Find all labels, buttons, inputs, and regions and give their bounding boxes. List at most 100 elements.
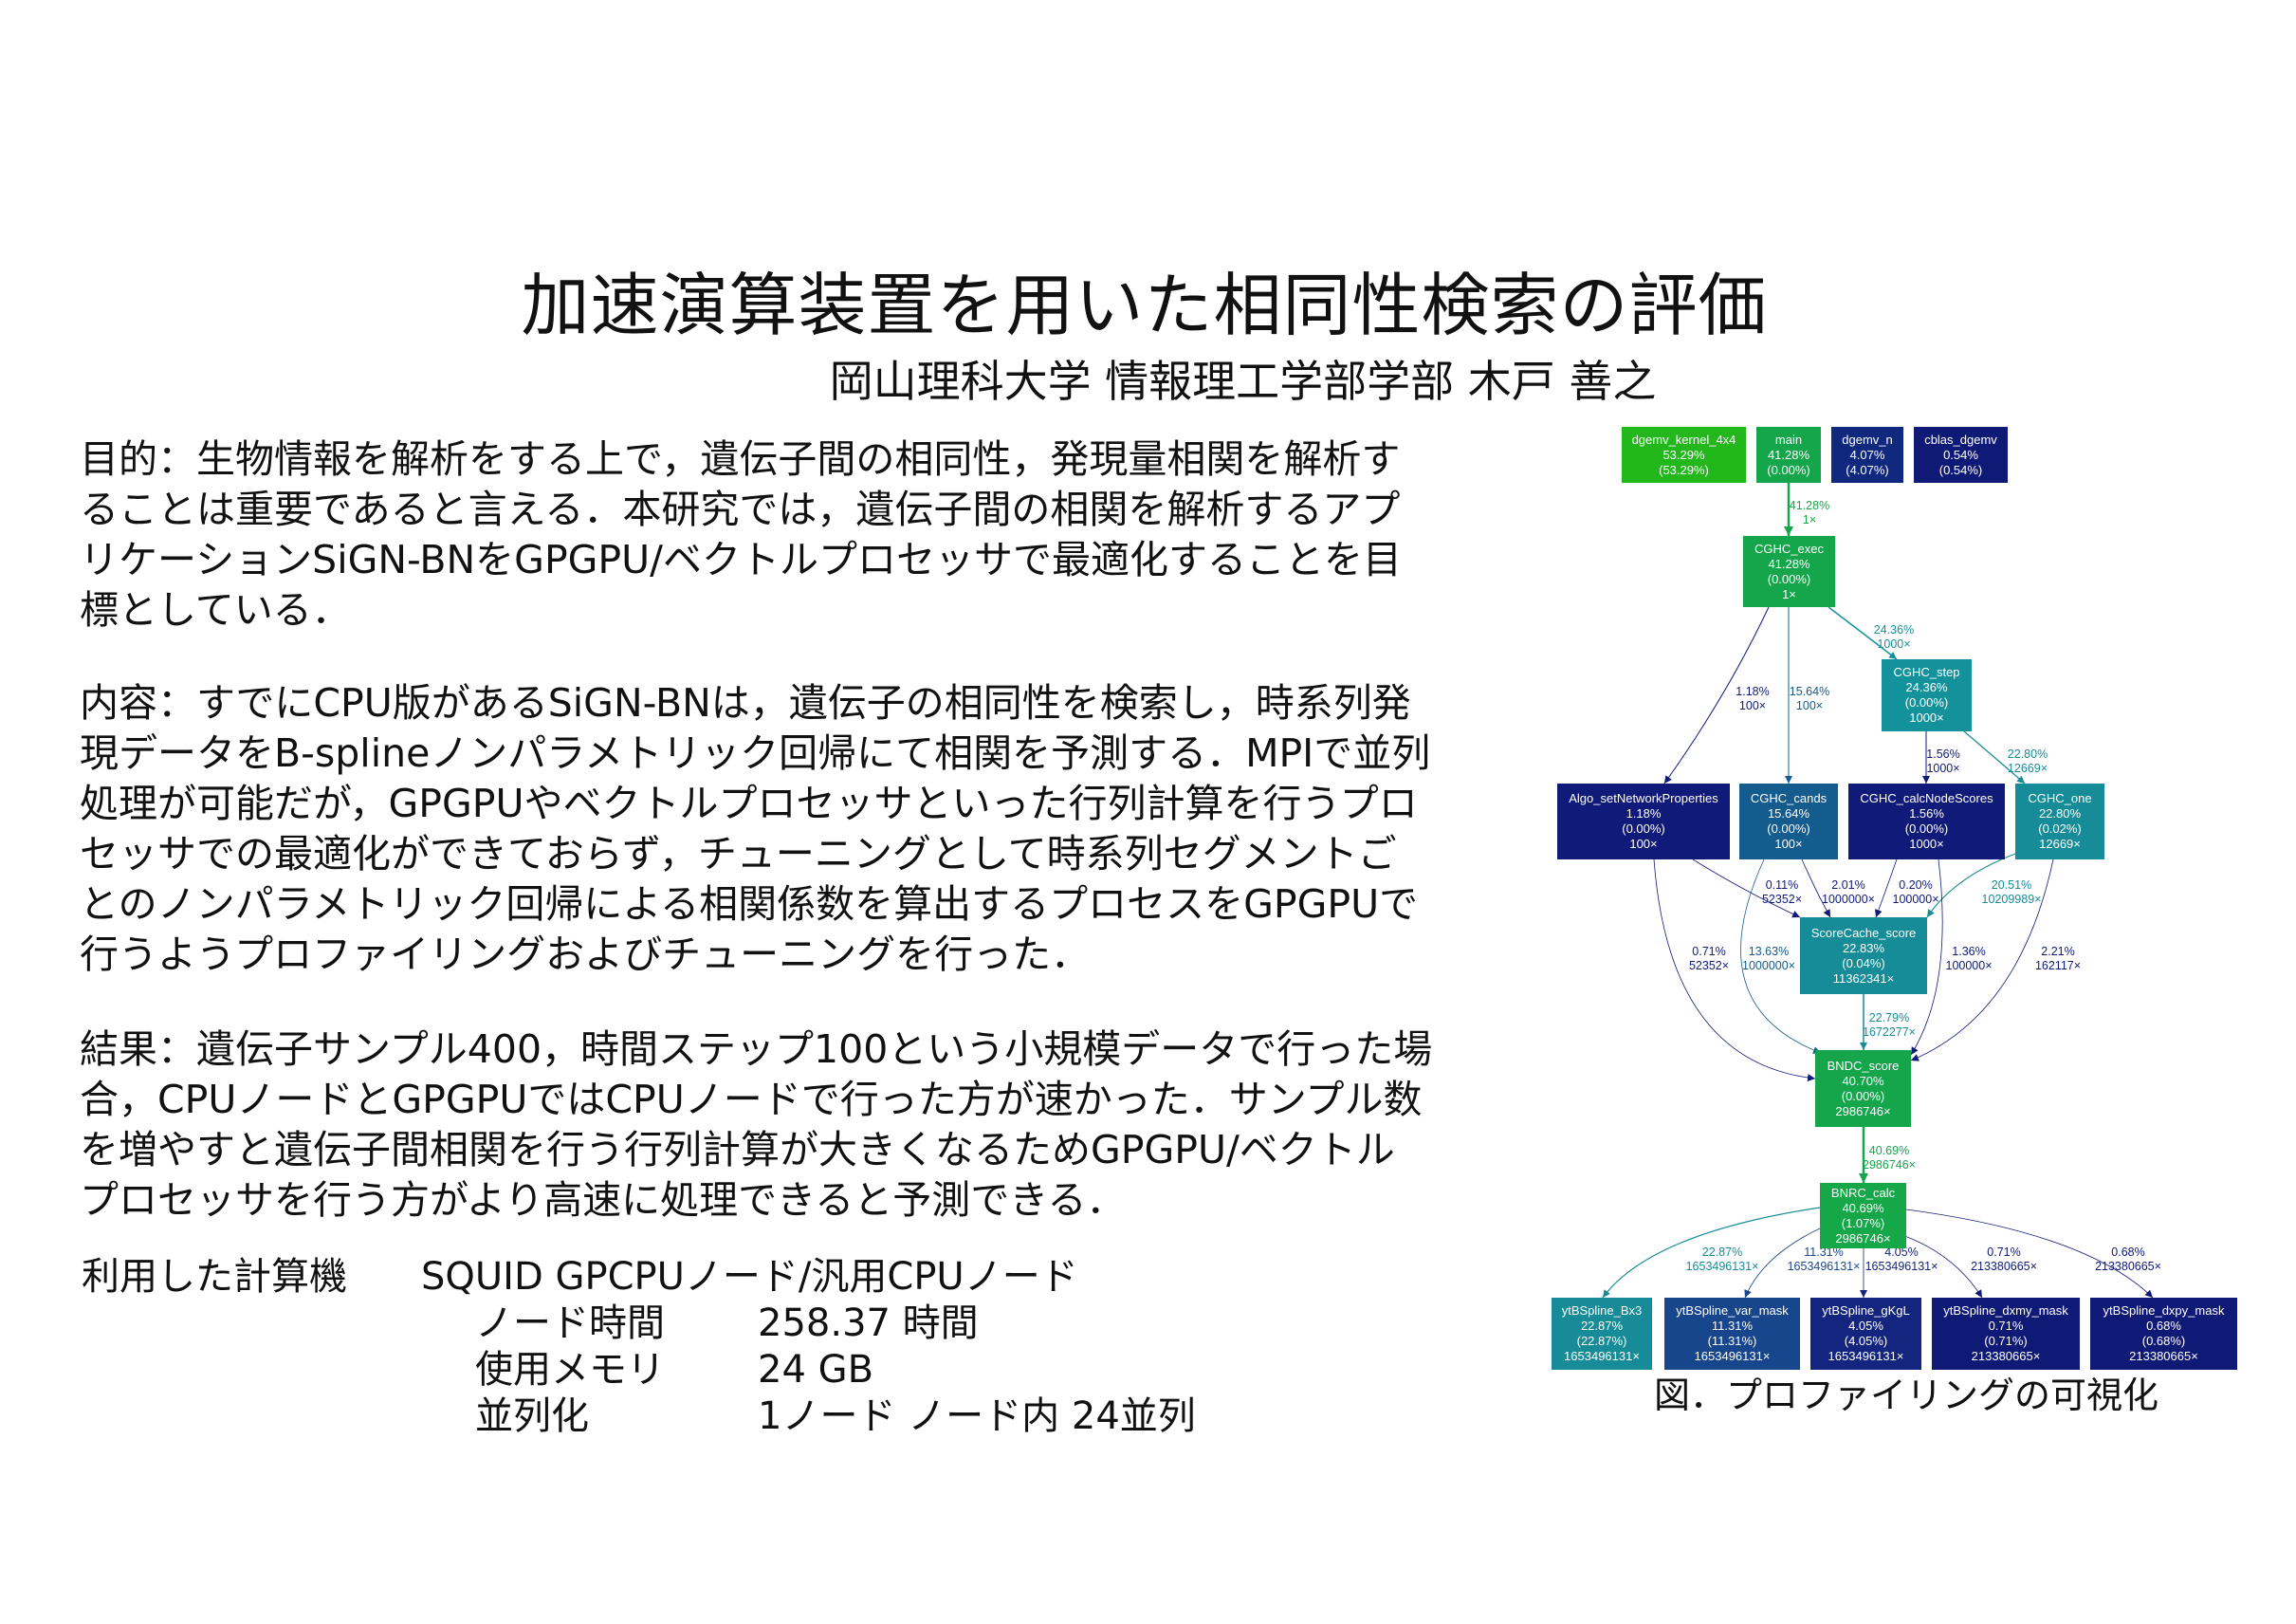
edge-calls: 1672277× xyxy=(1863,1025,1916,1039)
node-name: CGHC_exec xyxy=(1754,541,1824,556)
node-name: Algo_setNetworkProperties xyxy=(1569,791,1718,805)
edge-percent: 1.36% xyxy=(1952,945,1986,958)
node-self: (0.02%) xyxy=(2038,821,2082,836)
node-self: (4.07%) xyxy=(1846,462,1889,477)
edge-percent: 15.64% xyxy=(1789,685,1830,698)
edge-calls: 1000000× xyxy=(1742,959,1795,972)
node-total: 40.69% xyxy=(1842,1200,1884,1215)
edge-calls: 162117× xyxy=(2034,959,2082,972)
text-line: 目的：生物情報を解析をする上で，遺伝子間の相同性，発現量相関を解析す xyxy=(80,436,1401,482)
edge-label: 1.18%100× xyxy=(1736,685,1769,713)
specs-machine: SQUID GPCPUノード/汎用CPUノード xyxy=(421,1255,1078,1299)
node-total: 0.54% xyxy=(1943,447,1978,462)
node-self: (4.05%) xyxy=(1844,1334,1888,1348)
edge-calls: 1653496131× xyxy=(1864,1260,1938,1273)
edge-calls: 1000× xyxy=(1926,762,1960,775)
edge-percent: 22.87% xyxy=(1701,1246,1743,1259)
text-line: とのノンパラメトリック回帰による相関係数を算出するプロセスをGPGPUで xyxy=(80,881,1419,927)
edge-label: 22.80%12669× xyxy=(2008,747,2048,776)
edge-percent: 13.63% xyxy=(1748,945,1790,958)
node-name: CGHC_calcNodeScores xyxy=(1860,791,1993,805)
edge-label: 0.11%52352× xyxy=(1762,878,1802,907)
node-calls: 1000× xyxy=(1909,710,1944,725)
node-calls: 2986746× xyxy=(1835,1230,1891,1246)
edge-label: 1.56%1000× xyxy=(1926,747,1959,776)
edge-calls: 12669× xyxy=(2007,762,2048,775)
node-total: 11.31% xyxy=(1711,1319,1754,1333)
text-line: 標としている． xyxy=(80,587,351,633)
edge-calls: 1000000× xyxy=(1822,893,1875,906)
edge-percent: 0.11% xyxy=(1765,878,1799,892)
node-total: 22.80% xyxy=(2038,806,2082,821)
edge-percent: 11.31% xyxy=(1804,1246,1844,1259)
edge-calls: 10209989× xyxy=(1981,893,2042,906)
edge-calls: 52352× xyxy=(1688,959,1730,972)
edge-percent: 20.51% xyxy=(1991,878,2032,892)
text-line: 処理が可能だが，GPGPUやベクトルプロセッサといった行列計算を行うプロ xyxy=(80,781,1418,826)
node-calls: 11362341× xyxy=(1832,970,1895,986)
node-self: (0.04%) xyxy=(1842,955,1885,970)
node-self: (0.00%) xyxy=(1767,571,1811,586)
edge-percent: 2.21% xyxy=(2041,945,2075,958)
edge-percent: 1.56% xyxy=(1926,747,1960,761)
spec-key: ノード時間 xyxy=(475,1301,665,1345)
text-line: 結果：遺伝子サンプル400，時間ステップ100という小規模データで行った場 xyxy=(80,1026,1433,1072)
node-calls: 100× xyxy=(1629,837,1658,851)
edge-percent: 22.80% xyxy=(2007,747,2048,761)
spec-key: 使用メモリ xyxy=(475,1348,665,1392)
author-affiliation: 岡山理科大学 情報理工学部学部 木戸 善之 xyxy=(829,356,1657,407)
edge-calls: 213380665× xyxy=(2095,1260,2161,1273)
edge-percent: 40.69% xyxy=(1868,1144,1910,1157)
text-line: 現データをB-splineノンパラメトリック回帰にて相関を予測する．MPIで並列 xyxy=(80,730,1431,776)
edge-calls: 2986746× xyxy=(1863,1158,1916,1172)
edge-calls: 100000× xyxy=(1945,959,1993,972)
node-self: (0.00%) xyxy=(1622,821,1665,836)
spec-value: 1ノード ノード内 24並列 xyxy=(758,1394,1196,1438)
node-name: ytBSpline_dxpy_mask xyxy=(2103,1303,2225,1318)
figure-caption: 図．プロファイリングの可視化 xyxy=(1654,1375,2159,1416)
edge-label: 2.01%1000000× xyxy=(1822,878,1875,907)
node-calls: 213380665× xyxy=(2129,1349,2198,1363)
edge-label: 0.71%52352× xyxy=(1689,945,1729,973)
edge-label: 1.36%100000× xyxy=(1945,945,1992,973)
node-total: 41.28% xyxy=(1767,447,1810,462)
edge-label: 20.51%10209989× xyxy=(1982,878,2042,907)
edge-percent: 4.05% xyxy=(1884,1246,1919,1259)
specs-label: 利用した計算機 xyxy=(82,1255,347,1299)
node-total: 1.56% xyxy=(1909,806,1944,821)
text-line: リケーションSiGN-BNをGPGPU/ベクトルプロセッサで最適化することを目 xyxy=(80,537,1402,582)
edge-label: 4.05%1653496131× xyxy=(1865,1246,1938,1274)
node-self: (1.07%) xyxy=(1841,1215,1885,1230)
edge-percent: 0.68% xyxy=(2111,1246,2145,1259)
node-name: cblas_dgemv xyxy=(1924,432,1997,447)
edge-calls: 1653496131× xyxy=(1787,1260,1861,1273)
edge-label: 13.63%1000000× xyxy=(1742,945,1795,973)
node-self: (0.00%) xyxy=(1904,695,1949,710)
node-total: 4.05% xyxy=(1848,1319,1883,1333)
text-line: 合，CPUノードとGPGPUではCPUノードで行った方が速かった．サンプル数 xyxy=(80,1077,1423,1122)
node-self: (11.31%) xyxy=(1707,1334,1757,1348)
edge-percent: 0.20% xyxy=(1899,878,1933,892)
node-self: (0.71%) xyxy=(1984,1334,2028,1348)
node-calls: 1000× xyxy=(1909,837,1944,851)
node-total: 53.29% xyxy=(1662,447,1705,462)
node-total: 22.87% xyxy=(1580,1319,1624,1333)
node-total: 4.07% xyxy=(1849,447,1885,462)
node-name: CGHC_step xyxy=(1893,665,1960,679)
node-name: ytBSpline_Bx3 xyxy=(1561,1303,1643,1318)
node-total: 24.36% xyxy=(1905,680,1948,694)
node-calls: 1653496131× xyxy=(1828,1349,1904,1363)
edge-percent: 0.71% xyxy=(1692,945,1726,958)
node-self: (0.54%) xyxy=(1938,462,1983,477)
node-total: 1.18% xyxy=(1626,806,1662,821)
